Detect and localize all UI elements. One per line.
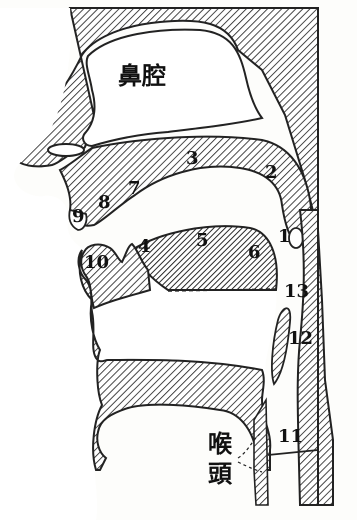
label-11: 11 [278,428,303,446]
label-9: 9 [72,208,85,226]
label-2: 2 [265,164,278,182]
larynx-label-1: 喉 [208,432,232,456]
label-5: 5 [196,232,209,250]
nostril [48,144,84,156]
label-3: 3 [186,150,199,168]
nasal-cavity [83,30,262,146]
label-7: 7 [128,180,141,198]
label-8: 8 [98,194,111,212]
pharynx-wall [298,210,318,505]
label-6: 6 [248,244,261,262]
larynx-tube [254,400,268,505]
uvula [289,228,303,248]
label-10: 10 [84,254,109,272]
larynx-label-2: 頭 [208,462,232,486]
label-4: 4 [138,238,151,256]
label-12: 12 [288,330,313,348]
label-1: 1 [278,228,291,246]
label-13: 13 [284,283,309,301]
nasal-cavity-label: 鼻腔 [118,64,166,88]
